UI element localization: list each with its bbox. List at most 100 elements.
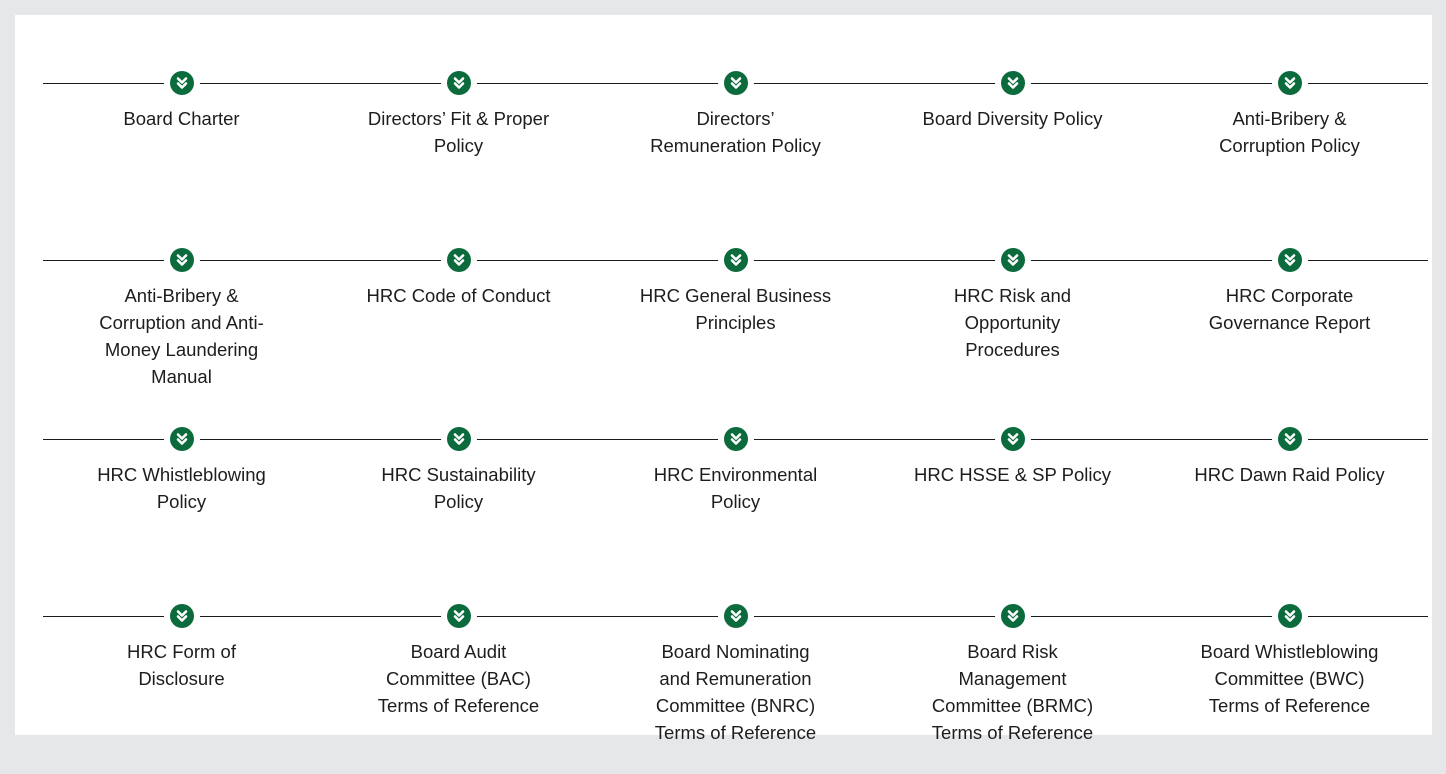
document-title-line: Management xyxy=(958,668,1067,689)
document-title-line: Board Charter xyxy=(123,108,240,129)
document-title-line: Remuneration Policy xyxy=(650,135,821,156)
double-chevron-down-icon[interactable] xyxy=(1000,427,1025,451)
document-item[interactable]: HRC Dawn Raid Policy xyxy=(1151,420,1428,597)
double-chevron-down-icon[interactable] xyxy=(1277,427,1302,451)
document-title-line: HRC Sustainability xyxy=(381,464,536,485)
document-title-line: Disclosure xyxy=(138,668,225,689)
document-title-line: HRC Environmental xyxy=(653,464,818,485)
document-item[interactable]: Anti-Bribery &Corruption and Anti-Money … xyxy=(43,241,320,420)
document-link[interactable]: Board Charter xyxy=(43,105,320,132)
double-chevron-down-icon[interactable] xyxy=(723,604,748,628)
document-title-line: Policy xyxy=(433,491,484,512)
document-title-line: Policy xyxy=(156,491,207,512)
document-link[interactable]: HRC Form of Disclosure xyxy=(43,638,320,692)
document-title-line: Board Audit xyxy=(410,641,507,662)
document-title-line: Policy xyxy=(433,135,484,156)
document-title-line: Anti-Bribery & xyxy=(124,285,239,306)
document-item[interactable]: HRC Form of Disclosure xyxy=(43,597,320,774)
double-chevron-down-icon[interactable] xyxy=(723,248,748,272)
document-link[interactable]: HRC Dawn Raid Policy xyxy=(1151,461,1428,488)
document-title-line: HRC Form of xyxy=(127,641,236,662)
double-chevron-down-icon[interactable] xyxy=(169,427,194,451)
document-title-line: Board Nominating xyxy=(661,641,810,662)
document-title-line: Corruption Policy xyxy=(1219,135,1360,156)
document-title-line: Policy xyxy=(710,491,761,512)
document-title-line: Committee (BAC) xyxy=(386,668,531,689)
double-chevron-down-icon[interactable] xyxy=(723,71,748,95)
document-title-line: HRC Code of Conduct xyxy=(366,285,551,306)
document-link[interactable]: Anti-Bribery &Corruption Policy xyxy=(1151,105,1428,159)
document-title-line: Terms of Reference xyxy=(377,695,540,716)
document-link[interactable]: Directors’ Remuneration Policy xyxy=(597,105,874,159)
document-item[interactable]: Anti-Bribery &Corruption Policy xyxy=(1151,64,1428,241)
document-link[interactable]: HRC Code of Conduct xyxy=(320,282,597,309)
document-item[interactable]: HRC Code of Conduct xyxy=(320,241,597,420)
double-chevron-down-icon[interactable] xyxy=(1277,248,1302,272)
document-title-line: Directors’ xyxy=(696,108,775,129)
double-chevron-down-icon[interactable] xyxy=(446,604,471,628)
document-title-line: Opportunity xyxy=(964,312,1061,333)
document-item[interactable]: Board Diversity Policy xyxy=(874,64,1151,241)
document-title-line: Committee (BNRC) xyxy=(655,695,816,716)
document-row: Anti-Bribery &Corruption and Anti-Money … xyxy=(43,241,1428,420)
double-chevron-down-icon[interactable] xyxy=(1000,248,1025,272)
document-title-line: HRC Risk and xyxy=(953,285,1072,306)
double-chevron-down-icon[interactable] xyxy=(1277,604,1302,628)
document-title-line: Principles xyxy=(695,312,776,333)
double-chevron-down-icon[interactable] xyxy=(1000,604,1025,628)
document-title-line: HRC Dawn Raid Policy xyxy=(1194,464,1385,485)
document-item[interactable]: Directors’ Remuneration Policy xyxy=(597,64,874,241)
document-link[interactable]: Anti-Bribery &Corruption and Anti-Money … xyxy=(43,282,320,390)
document-title-line: Board Whistleblowing xyxy=(1200,641,1379,662)
document-title-line: HRC Whistleblowing xyxy=(97,464,266,485)
double-chevron-down-icon[interactable] xyxy=(169,248,194,272)
double-chevron-down-icon[interactable] xyxy=(169,604,194,628)
document-title-line: Procedures xyxy=(965,339,1060,360)
document-title-line: HRC General Business xyxy=(639,285,832,306)
double-chevron-down-icon[interactable] xyxy=(446,427,471,451)
double-chevron-down-icon[interactable] xyxy=(1277,71,1302,95)
document-title-line: and Remuneration xyxy=(659,668,812,689)
document-title-line: Terms of Reference xyxy=(931,722,1094,743)
document-title-line: HRC HSSE & SP Policy xyxy=(913,464,1112,485)
double-chevron-down-icon[interactable] xyxy=(1000,71,1025,95)
document-item[interactable]: HRC HSSE & SP Policy xyxy=(874,420,1151,597)
document-link[interactable]: Board Diversity Policy xyxy=(874,105,1151,132)
document-title-line: Terms of Reference xyxy=(1208,695,1371,716)
document-title-line: Manual xyxy=(151,366,212,387)
document-link[interactable]: HRC HSSE & SP Policy xyxy=(874,461,1151,488)
double-chevron-down-icon[interactable] xyxy=(446,71,471,95)
document-item[interactable]: Board Charter xyxy=(43,64,320,241)
double-chevron-down-icon[interactable] xyxy=(446,248,471,272)
document-title-line: Governance Report xyxy=(1208,312,1371,333)
document-title-line: Board Diversity Policy xyxy=(922,108,1103,129)
double-chevron-down-icon[interactable] xyxy=(723,427,748,451)
double-chevron-down-icon[interactable] xyxy=(169,71,194,95)
document-title-line: Committee (BRMC) xyxy=(931,695,1094,716)
